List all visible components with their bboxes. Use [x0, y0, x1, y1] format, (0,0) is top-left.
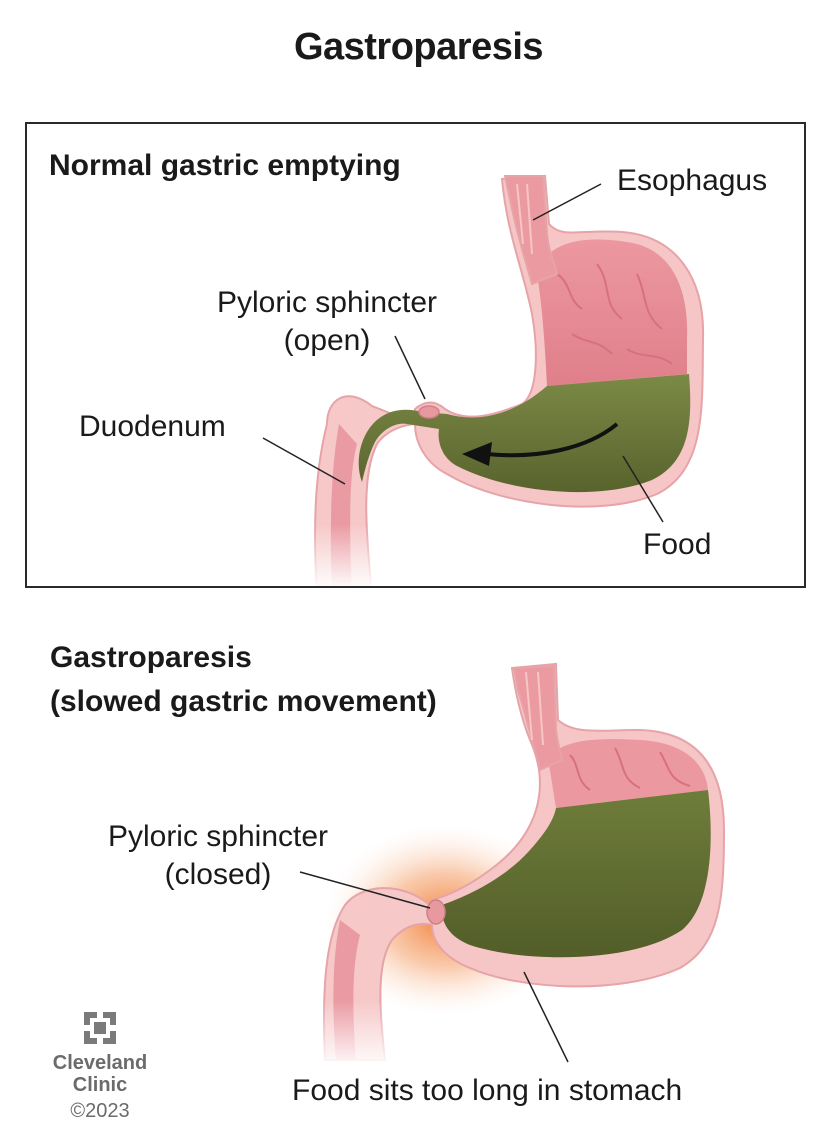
- pyloric-closed-line1: Pyloric sphincter: [107, 820, 329, 853]
- normal-stomach-illustration: [262, 174, 705, 586]
- gastroparesis-heading-line2: (slowed gastric movement): [50, 685, 437, 718]
- pyloric-closed-label: Pyloric sphincter (closed): [78, 818, 358, 894]
- pyloric-open-label: Pyloric sphincter (open): [197, 284, 457, 360]
- gastroparesis-heading: Gastroparesis (slowed gastric movement): [50, 636, 437, 724]
- pyloric-open-line2: (open): [283, 324, 371, 357]
- page-title: Gastroparesis: [293, 26, 544, 68]
- esophagus-shape-closed: [512, 664, 564, 772]
- duodenum-label: Duodenum: [79, 410, 226, 443]
- normal-emptying-heading: Normal gastric emptying: [49, 149, 401, 182]
- food-sits-caption: Food sits too long in stomach: [292, 1074, 683, 1107]
- flow-arrow: [486, 422, 619, 458]
- pyloric-open-line1: Pyloric sphincter: [216, 286, 438, 319]
- gastroparesis-heading-line1: Gastroparesis: [50, 641, 252, 674]
- pyloric-closed-line2: (closed): [164, 858, 272, 891]
- food-mass: [358, 374, 691, 493]
- cleveland-clinic-logo: Cleveland Clinic ©2023: [50, 1010, 150, 1124]
- logo-name-line1: Cleveland: [52, 1052, 148, 1074]
- copyright-text: ©2023: [70, 1100, 130, 1122]
- stomach-lining: [537, 239, 688, 386]
- normal-emptying-panel: Normal gastric emptying Esophagus Pylori…: [25, 122, 806, 588]
- food-label: Food: [643, 528, 712, 561]
- cleveland-clinic-cross-icon: [82, 1010, 118, 1046]
- logo-name-line2: Clinic: [72, 1074, 128, 1096]
- esophagus-label: Esophagus: [617, 164, 768, 197]
- food-mass-closed: [441, 790, 711, 958]
